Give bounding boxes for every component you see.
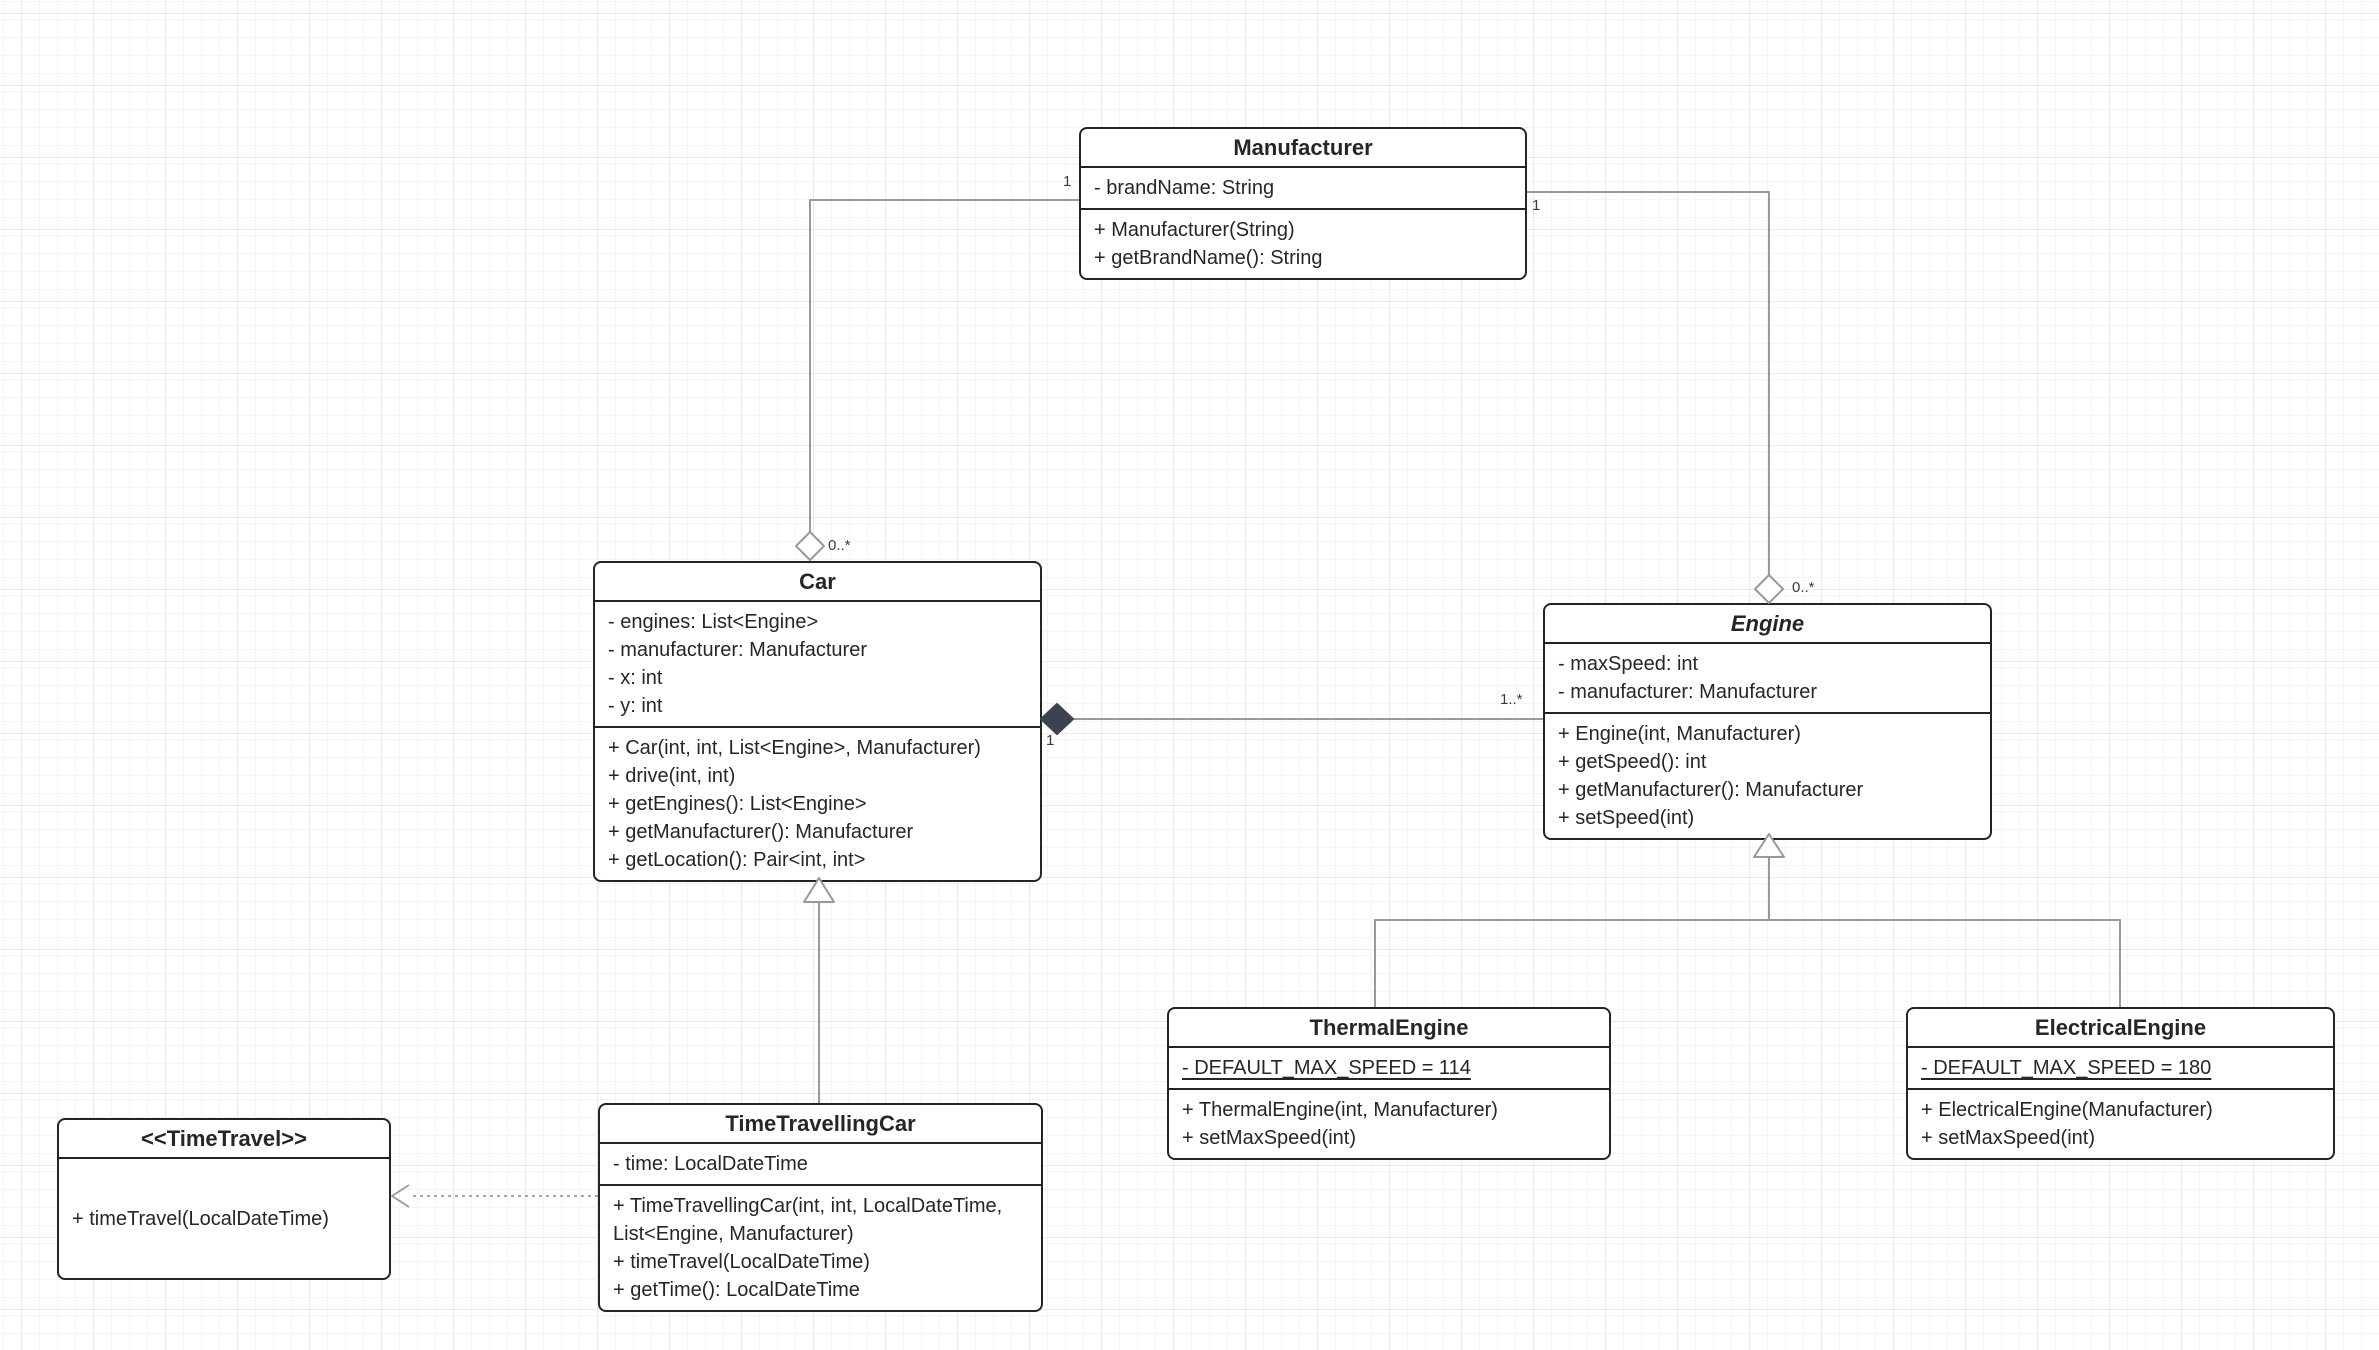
class-attribute: - time: LocalDateTime bbox=[613, 1153, 808, 1175]
class-attribute: - engines: List<Engine> bbox=[608, 611, 819, 633]
class-box-manufacturer[interactable]: Manufacturer - brandName: String + Manuf… bbox=[1079, 127, 1527, 280]
class-attributes: - DEFAULT_MAX_SPEED = 180 bbox=[1908, 1048, 2333, 1090]
class-method: + timeTravel(LocalDateTime) bbox=[613, 1251, 870, 1273]
class-attributes: - maxSpeed: int - manufacturer: Manufactu… bbox=[1545, 644, 1990, 714]
class-method: + Manufacturer(String) bbox=[1094, 219, 1295, 241]
class-title: <<TimeTravel>> bbox=[59, 1120, 389, 1159]
class-attribute: - x: int bbox=[608, 667, 663, 689]
generalization-line-engine-subclasses bbox=[1374, 857, 2121, 1007]
class-methods: + ThermalEngine(int, Manufacturer) + setM… bbox=[1169, 1090, 1609, 1158]
class-method: + setSpeed(int) bbox=[1558, 807, 1695, 829]
class-attributes: - engines: List<Engine> - manufacturer: M… bbox=[595, 602, 1040, 728]
class-attribute: - DEFAULT_MAX_SPEED = 180 bbox=[1921, 1057, 2212, 1079]
multiplicity-label: 1 bbox=[1063, 173, 1072, 190]
class-method: + getSpeed(): int bbox=[1558, 751, 1707, 773]
hollow-diamond-icon-engine bbox=[1754, 574, 1784, 604]
class-methods: + ElectricalEngine(Manufacturer) + setMax… bbox=[1908, 1090, 2333, 1158]
class-attributes: - DEFAULT_MAX_SPEED = 114 bbox=[1169, 1048, 1609, 1090]
class-methods: + Car(int, int, List<Engine>, Manufactur… bbox=[595, 728, 1040, 880]
class-title: TimeTravellingCar bbox=[600, 1105, 1041, 1144]
class-method: + Car(int, int, List<Engine>, Manufactur… bbox=[608, 737, 981, 759]
multiplicity-label: 1 bbox=[1532, 197, 1541, 214]
class-method: + getManufacturer(): Manufacturer bbox=[608, 821, 914, 843]
class-method: + getBrandName(): String bbox=[1094, 247, 1323, 269]
open-arrowhead-icon bbox=[391, 1184, 410, 1208]
class-method: + Engine(int, Manufacturer) bbox=[1558, 723, 1801, 745]
class-attribute: - DEFAULT_MAX_SPEED = 114 bbox=[1182, 1057, 1471, 1079]
class-box-car[interactable]: Car - engines: List<Engine> - manufacture… bbox=[593, 561, 1042, 882]
class-box-time-travelling-car[interactable]: TimeTravellingCar - time: LocalDateTime … bbox=[598, 1103, 1043, 1312]
hollow-diamond-icon-car bbox=[795, 531, 825, 561]
class-attributes: - brandName: String bbox=[1081, 168, 1525, 210]
class-methods: + timeTravel(LocalDateTime) bbox=[59, 1159, 389, 1278]
class-attribute: - manufacturer: Manufacturer bbox=[1558, 681, 1817, 703]
multiplicity-label: 1 bbox=[1046, 732, 1055, 749]
class-box-engine[interactable]: Engine - maxSpeed: int - manufacturer: Ma… bbox=[1543, 603, 1992, 840]
class-title: Manufacturer bbox=[1081, 129, 1525, 168]
class-method: + setMaxSpeed(int) bbox=[1182, 1127, 1356, 1149]
class-method: + getTime(): LocalDateTime bbox=[613, 1279, 860, 1301]
class-title: ElectricalEngine bbox=[1908, 1009, 2333, 1048]
class-method: + setMaxSpeed(int) bbox=[1921, 1127, 2095, 1149]
class-attributes: - time: LocalDateTime bbox=[600, 1144, 1041, 1186]
class-box-electrical-engine[interactable]: ElectricalEngine - DEFAULT_MAX_SPEED = 1… bbox=[1906, 1007, 2335, 1160]
class-method: + getEngines(): List<Engine> bbox=[608, 793, 867, 815]
class-title: Car bbox=[595, 563, 1040, 602]
multiplicity-label: 1..* bbox=[1500, 691, 1523, 708]
aggregation-line-manufacturer-engine bbox=[1527, 191, 1770, 575]
class-methods: + Manufacturer(String) + getBrandName(): … bbox=[1081, 210, 1525, 278]
class-method: + ElectricalEngine(Manufacturer) bbox=[1921, 1099, 2213, 1121]
class-method: + ThermalEngine(int, Manufacturer) bbox=[1182, 1099, 1498, 1121]
aggregation-line-manufacturer-car bbox=[809, 199, 1079, 532]
interface-box-time-travel[interactable]: <<TimeTravel>> + timeTravel(LocalDateTim… bbox=[57, 1118, 391, 1280]
class-attribute: - brandName: String bbox=[1094, 177, 1275, 199]
class-methods: + Engine(int, Manufacturer) + getSpeed():… bbox=[1545, 714, 1990, 838]
class-attribute: - maxSpeed: int bbox=[1558, 653, 1699, 675]
class-method: + getLocation(): Pair<int, int> bbox=[608, 849, 866, 871]
class-method: + timeTravel(LocalDateTime) bbox=[72, 1207, 329, 1230]
multiplicity-label: 0..* bbox=[1792, 579, 1815, 596]
class-method: + drive(int, int) bbox=[608, 765, 736, 787]
multiplicity-label: 0..* bbox=[828, 537, 851, 554]
class-methods: + TimeTravellingCar(int, int, LocalDateT… bbox=[600, 1186, 1041, 1310]
class-method: + TimeTravellingCar(int, int, LocalDateT… bbox=[613, 1195, 1003, 1245]
class-method: + getManufacturer(): Manufacturer bbox=[1558, 779, 1864, 801]
class-title: ThermalEngine bbox=[1169, 1009, 1609, 1048]
class-attribute: - y: int bbox=[608, 695, 663, 717]
filled-diamond-icon-composition bbox=[1040, 703, 1074, 735]
class-box-thermal-engine[interactable]: ThermalEngine - DEFAULT_MAX_SPEED = 114 … bbox=[1167, 1007, 1611, 1160]
class-title: Engine bbox=[1545, 605, 1990, 644]
class-attribute: - manufacturer: Manufacturer bbox=[608, 639, 867, 661]
